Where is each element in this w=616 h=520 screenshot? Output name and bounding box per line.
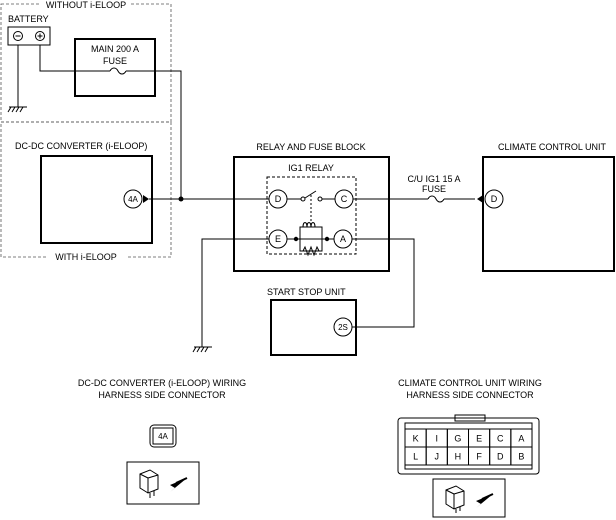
dcdc-connector-pin-label: 4A <box>158 432 168 441</box>
climate-connector-inset <box>432 478 506 518</box>
connector-arrow-icon <box>477 195 483 203</box>
start-stop-label: START STOP UNIT <box>267 287 346 297</box>
insertion-arrow-shaft <box>481 493 494 500</box>
climate-unit-box <box>482 156 615 272</box>
dcdc-connector-title-1: DC-DC CONVERTER (i-ELOOP) WIRING <box>78 378 246 388</box>
climate-pin-d <box>484 189 504 209</box>
relay-block-label: RELAY AND FUSE BLOCK <box>256 142 365 152</box>
cu-fuse-label-1: C/U IG1 15 A <box>407 174 460 184</box>
climate-connector-title-1: CLIMATE CONTROL UNIT WIRING <box>398 378 542 388</box>
insertion-arrow-icon <box>476 494 493 508</box>
region-with-eloop: WITH i-ELOOP <box>0 121 172 262</box>
insertion-arrow-shaft <box>175 477 188 484</box>
relay-pin-a-label: A <box>340 234 346 244</box>
dcdc-label: DC-DC CONVERTER (i-ELOOP) <box>15 141 147 151</box>
climate-connector-pin-label: G <box>454 434 461 444</box>
climate-connector-cell <box>510 446 533 466</box>
dcdc-connector-title-2: HARNESS SIDE CONNECTOR <box>98 390 226 400</box>
without-eloop-label: WITHOUT i-ELOOP <box>46 0 126 10</box>
start-stop-pin-label: 2S <box>338 323 348 332</box>
fuse-to-junction-wire <box>155 70 182 199</box>
climate-control-unit: CLIMATE CONTROL UNIT D <box>477 142 615 272</box>
coil-junction-left <box>293 236 299 242</box>
start-stop-unit: START STOP UNIT 2S <box>267 287 357 356</box>
main-fuse-label-2: FUSE <box>103 56 127 66</box>
dcdc-pin-label: 4A <box>128 195 138 204</box>
battery-positive-wire <box>39 45 75 72</box>
climate-connector-pin-label: J <box>435 452 440 462</box>
relay-e-ground-wire <box>201 238 269 347</box>
climate-connector-pin-label: A <box>518 434 524 444</box>
with-eloop-label-bg <box>46 252 126 262</box>
connector-arrow-icon <box>143 195 149 203</box>
relay-switch-icon <box>287 190 335 222</box>
climate-connector-pin-label: E <box>476 434 482 444</box>
climate-connector-title-2: HARNESS SIDE CONNECTOR <box>406 390 534 400</box>
main-fuse-label-1: MAIN 200 A <box>91 44 139 54</box>
dcdc-connector-inset <box>126 461 200 505</box>
ground-symbol-battery <box>7 106 27 113</box>
battery: BATTERY <box>7 14 51 46</box>
relay-a-to-start-stop-wire <box>352 238 415 328</box>
ground-symbol-relay <box>192 346 212 353</box>
cu-fuse-label-2: FUSE <box>422 184 446 194</box>
relay-coil-icon <box>299 222 323 257</box>
battery-label: BATTERY <box>8 14 49 24</box>
fuse-icon <box>427 195 445 203</box>
relay-pin-c-label: C <box>341 194 348 204</box>
dcdc-connector-body <box>149 424 177 448</box>
climate-connector-pin-grid: K I G E C A L J H F D B <box>404 428 533 466</box>
climate-connector-view: CLIMATE CONTROL UNIT WIRING HARNESS SIDE… <box>397 378 542 518</box>
climate-connector-pin-label: H <box>455 452 462 462</box>
climate-connector-pin-label: F <box>476 452 482 462</box>
relay-fuse-block: RELAY AND FUSE BLOCK IG1 RELAY D C E A <box>233 142 390 272</box>
climate-connector-pin-label: I <box>435 434 438 444</box>
battery-box <box>7 26 51 46</box>
dcdc-converter: DC-DC CONVERTER (i-ELOOP) 4A <box>15 141 153 244</box>
climate-connector-pin-label: K <box>413 434 419 444</box>
dcdc-connector-cavity <box>152 427 174 445</box>
fuse-icon <box>109 67 127 75</box>
climate-connector-pin-label: B <box>518 452 524 462</box>
cu-ig1-fuse: C/U IG1 15 A FUSE <box>407 174 461 203</box>
insertion-arrow-icon <box>170 478 187 492</box>
main-fuse-box <box>74 38 156 97</box>
dcdc-connector-view: DC-DC CONVERTER (i-ELOOP) WIRING HARNESS… <box>78 378 246 505</box>
coil-junction-right <box>324 236 330 242</box>
connector-plug-icon <box>139 469 159 498</box>
relay-pin-d-label: D <box>275 194 282 204</box>
with-eloop-label: WITH i-ELOOP <box>55 252 117 262</box>
start-stop-box <box>270 299 357 356</box>
splice-junction <box>178 196 184 202</box>
climate-unit-label: CLIMATE CONTROL UNIT <box>498 142 607 152</box>
climate-connector-outer <box>397 417 540 475</box>
relay-pin-e-label: E <box>275 234 281 244</box>
climate-connector-pin-label: L <box>413 452 418 462</box>
battery-plus-terminal <box>35 31 45 41</box>
climate-pin-d-label: D <box>491 194 498 204</box>
start-stop-pin <box>333 317 353 337</box>
connector-plug-icon <box>445 485 465 513</box>
battery-minus-terminal <box>13 31 23 41</box>
ig1-relay-frame <box>266 176 357 255</box>
climate-connector-pin-label: C <box>497 434 504 444</box>
ig1-relay-label: IG1 RELAY <box>288 163 334 173</box>
climate-connector-pin-label: D <box>497 452 504 462</box>
relay-block-box <box>233 156 390 272</box>
dcdc-connector-pin <box>123 189 143 209</box>
main-fuse: MAIN 200 A FUSE <box>74 38 156 97</box>
without-eloop-label-bg <box>40 0 130 10</box>
climate-connector-latch <box>454 414 486 422</box>
